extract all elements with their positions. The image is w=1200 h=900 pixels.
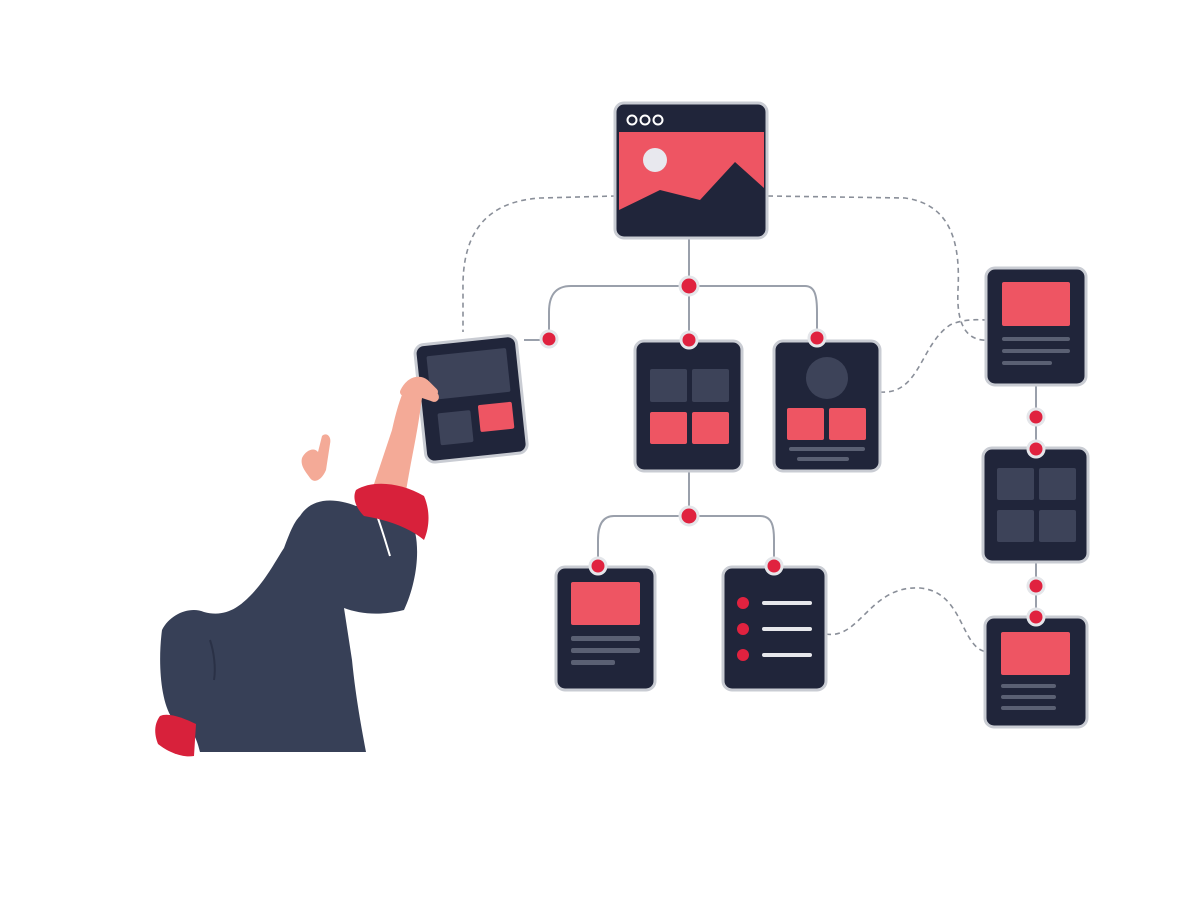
dashed-link-list-to-right-bottom [825,587,989,653]
right-middle-grid-card [981,446,1090,564]
right-bottom-card [983,615,1089,729]
window-dot-icon [639,114,651,126]
profile-circle-icon [806,357,848,399]
mountain-icon [619,162,764,231]
window-dot-icon [652,114,664,126]
node-right-4 [1026,607,1046,627]
node-grid [679,330,699,350]
dashed-link-root-to-tablet [462,195,617,332]
node-right-2 [1026,439,1046,459]
person-figure [155,376,439,757]
list-bullet-icon [737,649,749,661]
list-bullet-icon [737,597,749,609]
dashed-link-profile-to-right-top [879,318,989,393]
article-card [554,565,657,692]
lower-arm-cuff [155,714,196,757]
node-profile [807,328,827,348]
root-browser-window [613,101,769,240]
list-bullet-icon [737,623,749,635]
dashed-link-root-to-right-column [767,195,991,341]
window-dot-icon [626,114,638,126]
connection-nodes [539,275,1046,627]
node-article [588,556,608,576]
node-tablet [539,329,559,349]
profile-card [772,339,882,473]
sun-icon [643,148,667,172]
tablet-card [413,334,529,464]
sweater-fold [209,639,216,681]
node-right-1 [1026,407,1046,427]
raised-arm-cuff [354,483,429,540]
ear-shape [301,434,331,481]
raised-arm [372,377,439,498]
node-right-3 [1026,576,1046,596]
dashed-connectors [462,195,991,653]
node-list [764,556,784,576]
right-top-card [984,266,1088,387]
sweater-body [160,500,418,752]
node-branch-2 [678,505,700,527]
list-card [721,565,828,692]
node-root [678,275,700,297]
grid-card [633,339,744,473]
hand-fingers [400,376,438,396]
